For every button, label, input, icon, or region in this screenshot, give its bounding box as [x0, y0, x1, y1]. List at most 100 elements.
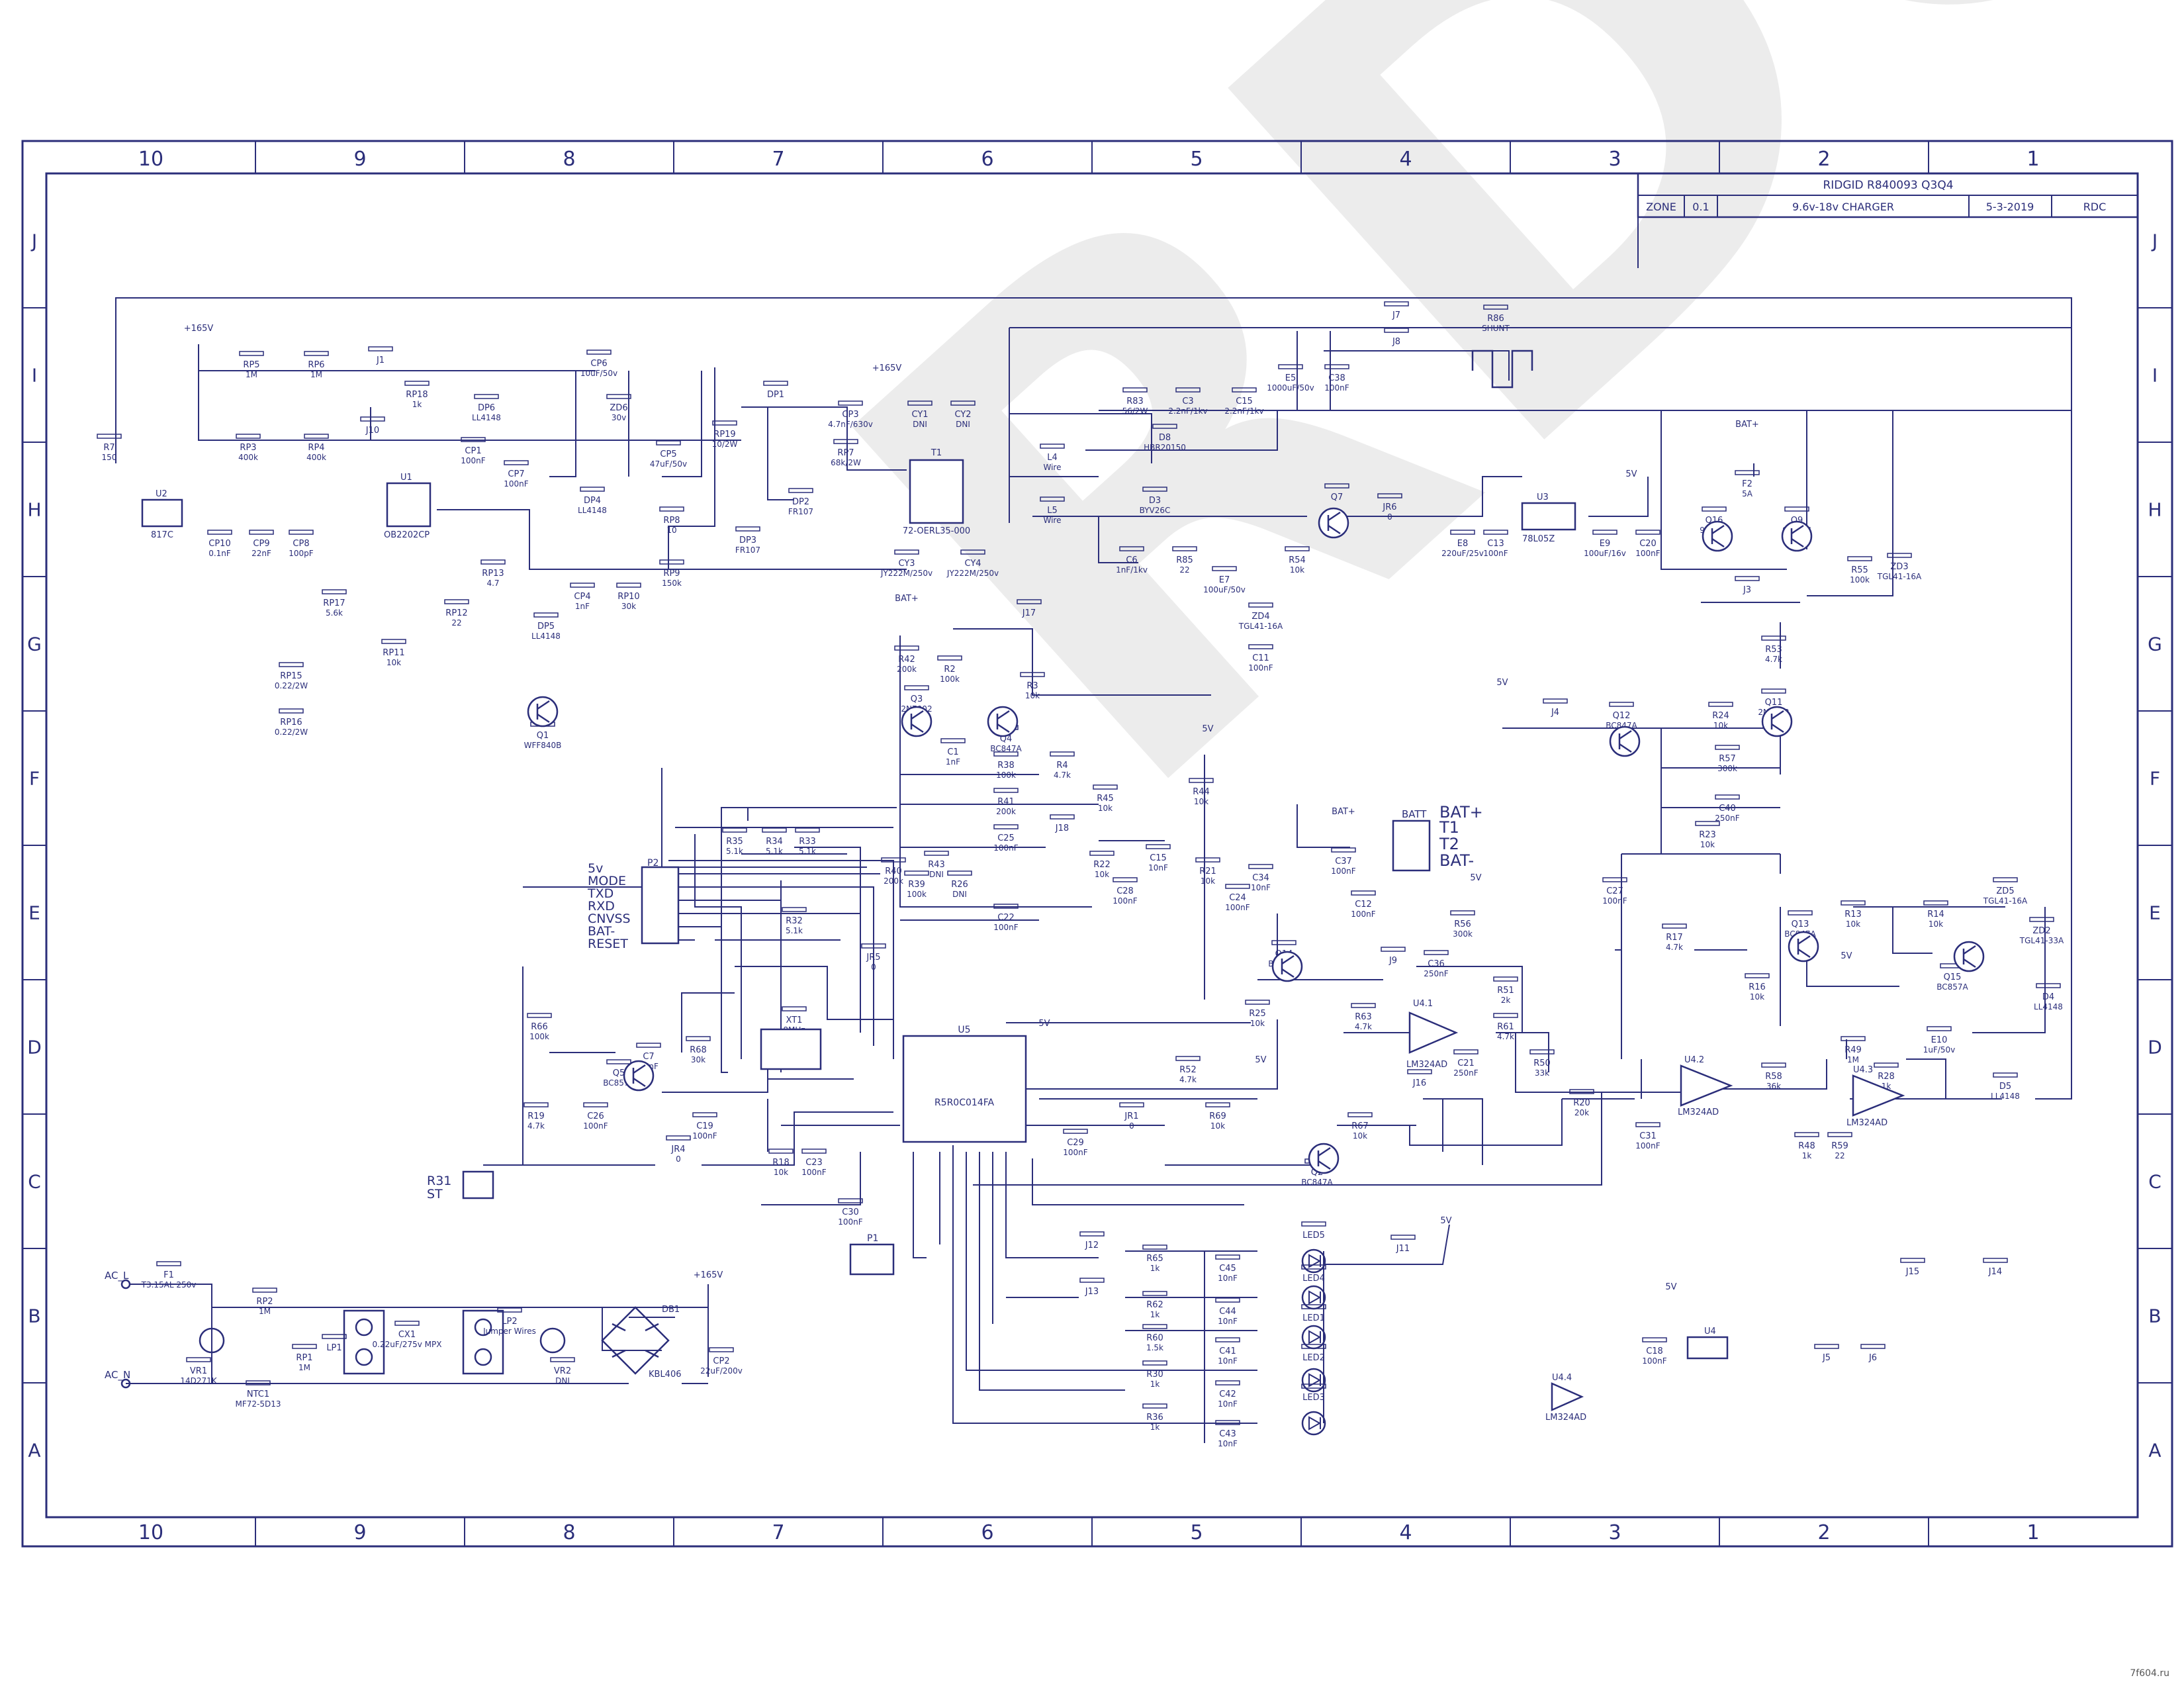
- ref-dp5: DP5: [537, 622, 555, 632]
- part-glyph: [1215, 1297, 1240, 1303]
- value-c34: 10nF: [1251, 883, 1271, 892]
- ref-j9: J9: [1388, 956, 1397, 966]
- part-glyph: [950, 400, 976, 406]
- value-r50: 33k: [1535, 1068, 1549, 1078]
- opamps: [1408, 1011, 1905, 1411]
- ref-r86: R86: [1487, 314, 1504, 324]
- ref-e7: E7: [1219, 575, 1230, 585]
- ref-e5: E5: [1285, 373, 1297, 383]
- net-bat-plus-1: BAT+: [1332, 807, 1355, 817]
- net-5v-7: 5V: [1841, 951, 1852, 961]
- ref-c6: C6: [1126, 555, 1137, 565]
- part-glyph: [1642, 1337, 1667, 1342]
- value-c13: 100nF: [1483, 549, 1508, 558]
- ref-e9: E9: [1600, 539, 1611, 549]
- col-label-top: 5: [1190, 148, 1203, 171]
- ref-q13: Q13: [1792, 919, 1809, 929]
- net-5v-3: 5V: [1496, 678, 1508, 688]
- value-dp6: LL4148: [472, 413, 501, 422]
- ref-r51: R51: [1497, 986, 1514, 996]
- ref-dp6: DP6: [478, 403, 495, 413]
- part-glyph: [381, 639, 406, 644]
- part-glyph: [583, 1102, 608, 1107]
- part-glyph: [788, 488, 813, 493]
- part-glyph: [1093, 784, 1118, 790]
- value-c24: 100nF: [1225, 903, 1250, 912]
- ac-l-terminal[interactable]: [120, 1279, 131, 1289]
- ref-rp8: RP8: [663, 516, 680, 526]
- ac-n-terminal[interactable]: [120, 1378, 131, 1389]
- ref-cp9: CP9: [253, 539, 269, 549]
- ref-cy2: CY2: [954, 410, 971, 420]
- value-d8: HBR20150: [1144, 443, 1186, 452]
- ref-dp4: DP4: [584, 496, 601, 506]
- title-text: RIDGID R840093 Q3Q4: [1823, 179, 1953, 192]
- value-zd3: TGL41-16A: [1877, 572, 1922, 581]
- part-glyph: [1122, 387, 1148, 393]
- ref-r63: R63: [1355, 1012, 1372, 1022]
- col-label-bottom: 6: [981, 1521, 993, 1544]
- ref-d3: D3: [1149, 496, 1161, 506]
- ref-c3: C3: [1182, 397, 1193, 406]
- part-glyph: [762, 827, 787, 833]
- ref-r38: R38: [997, 761, 1015, 771]
- ref-r50: R50: [1533, 1058, 1551, 1068]
- u44-ref: U4.4: [1552, 1373, 1572, 1383]
- ref-r62: R62: [1146, 1300, 1163, 1310]
- date-text: 5-3-2019: [1986, 201, 2034, 213]
- ref-r43: R43: [928, 860, 945, 870]
- part-glyph: [1983, 1258, 2008, 1263]
- net-5v-6: 5V: [1255, 1055, 1266, 1065]
- part-glyph: [2036, 983, 2061, 988]
- value-r42: 200k: [897, 665, 917, 674]
- value-cp5: 47uF/50v: [650, 459, 687, 469]
- ref-j10: J10: [365, 426, 379, 436]
- net-5v-2: 5V: [1202, 724, 1213, 734]
- value-r54: 10k: [1290, 565, 1304, 575]
- part-glyph: [768, 1149, 794, 1154]
- value-r14: 10k: [1929, 919, 1943, 929]
- row-label-right: C: [2148, 1171, 2161, 1193]
- part-glyph: [1788, 910, 1813, 915]
- ref-c36: C36: [1428, 959, 1445, 969]
- part-glyph: [1592, 530, 1617, 535]
- value-c22: 100nF: [993, 923, 1019, 932]
- ref-d8: D8: [1159, 433, 1171, 443]
- value-r39: 100k: [907, 890, 927, 899]
- ref-c11: C11: [1252, 653, 1269, 663]
- ref-c30: C30: [842, 1207, 859, 1217]
- ref-r24: R24: [1712, 711, 1729, 721]
- ref-j13: J13: [1085, 1287, 1099, 1297]
- ref-d4: D4: [2042, 992, 2054, 1002]
- value-rp8: 10: [666, 526, 676, 535]
- part-glyph: [1841, 900, 1866, 906]
- ref-l5: L5: [1047, 506, 1058, 516]
- ref-cp8: CP8: [293, 539, 309, 549]
- net-5v-9: 5V: [1665, 1282, 1676, 1292]
- value-r58: 36k: [1766, 1082, 1781, 1091]
- row-label-right: B: [2148, 1305, 2161, 1327]
- value-jr1: 0: [1129, 1121, 1134, 1131]
- part-glyph: [894, 645, 919, 651]
- ref-cx1: CX1: [398, 1330, 416, 1340]
- ref-j4: J4: [1551, 708, 1559, 718]
- ref-r54: R54: [1289, 555, 1306, 565]
- part-glyph: [1119, 546, 1144, 551]
- ref-zd6: ZD6: [610, 403, 627, 413]
- ref-cp5: CP5: [660, 449, 676, 459]
- ref-q15: Q15: [1944, 972, 1962, 982]
- q5-transistor: [623, 1060, 655, 1092]
- part-glyph: [782, 1006, 807, 1011]
- part-glyph: [907, 400, 933, 406]
- ref-r44: R44: [1193, 787, 1210, 797]
- part-glyph: [1278, 364, 1303, 369]
- ref-r22: R22: [1093, 860, 1111, 870]
- part-glyph: [1745, 973, 1770, 978]
- u5-ref: U5: [958, 1025, 970, 1035]
- value-r49: 1M: [1847, 1055, 1859, 1064]
- value-c43: 10nF: [1218, 1439, 1238, 1448]
- value-r56: 300k: [1453, 929, 1473, 939]
- part-glyph: [616, 583, 641, 588]
- ref-cp7: CP7: [508, 469, 524, 479]
- value-r38: 100k: [996, 771, 1016, 780]
